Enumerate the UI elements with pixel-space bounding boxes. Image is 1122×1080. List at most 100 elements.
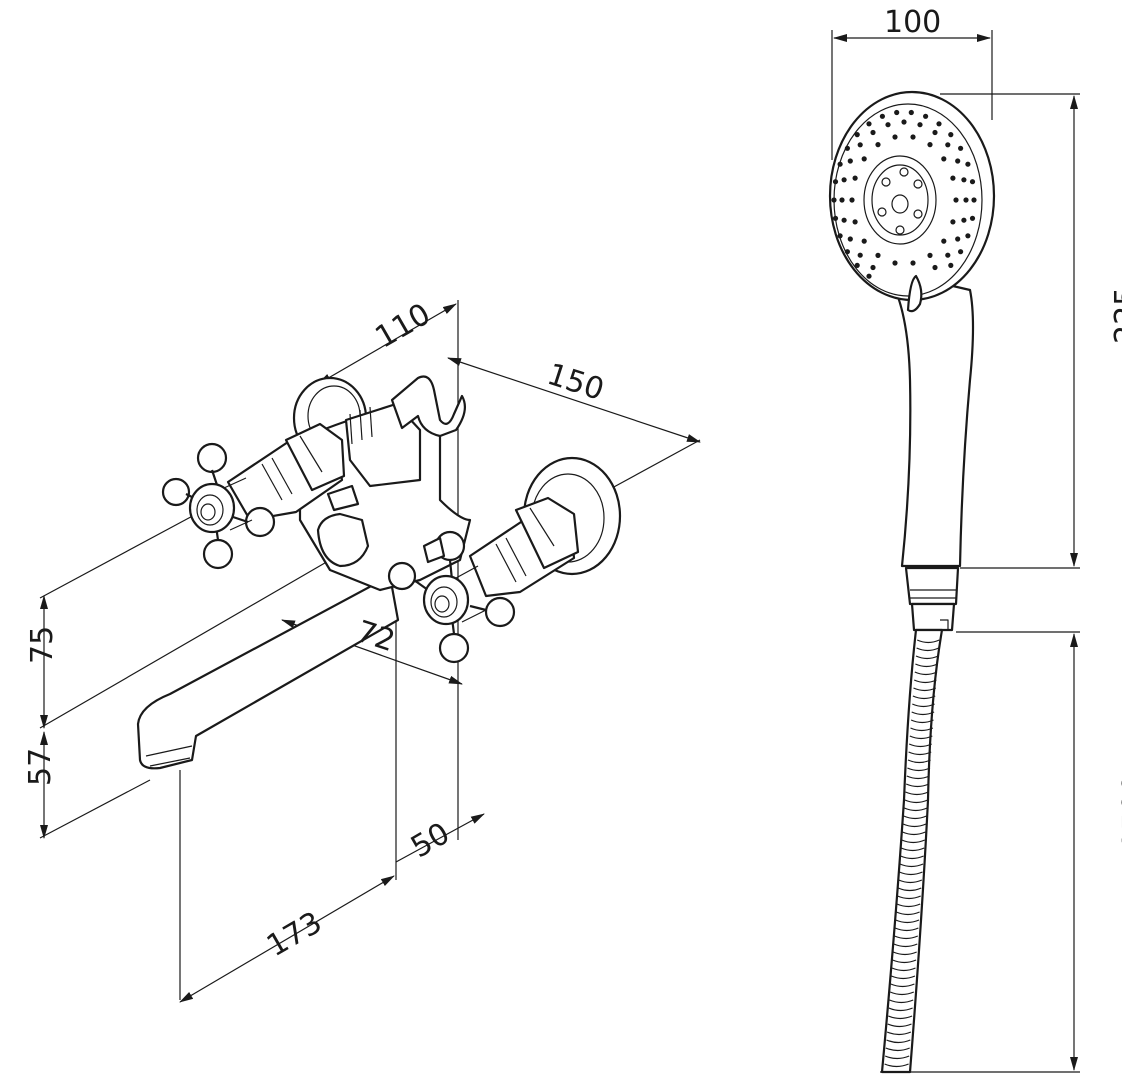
nozzle-dot xyxy=(958,145,964,151)
hose-rib xyxy=(913,687,937,692)
nozzle-dot xyxy=(958,249,964,255)
left-valve xyxy=(226,422,346,522)
diverter xyxy=(344,375,467,488)
nozzle-dot xyxy=(844,249,851,255)
nozzle-dot xyxy=(901,119,907,125)
hose-rib xyxy=(889,999,914,1004)
right-valve xyxy=(468,496,580,598)
nozzle-dot xyxy=(854,262,860,268)
hose-rib xyxy=(912,703,935,708)
nozzle-dot xyxy=(936,121,942,127)
hose-rib xyxy=(900,855,924,860)
hose-rib xyxy=(898,879,923,884)
hose-rib xyxy=(892,959,917,964)
nozzle-dot xyxy=(852,175,858,181)
nozzle-dot xyxy=(841,217,847,223)
nozzle-dot xyxy=(870,129,876,136)
hose-rib xyxy=(908,743,932,748)
hose-rib xyxy=(888,1015,913,1020)
hose-rib xyxy=(900,847,925,852)
shower-hose xyxy=(880,628,944,1074)
nozzle-dot xyxy=(908,109,914,116)
nozzle-dot xyxy=(866,121,872,127)
nozzle-dot xyxy=(961,217,967,223)
hose-rib xyxy=(890,983,915,988)
hand-shower xyxy=(828,30,1080,1074)
nozzle-dot xyxy=(839,197,845,203)
hose-rib xyxy=(910,727,934,732)
nozzle-dot xyxy=(965,161,971,167)
hose-rib xyxy=(907,767,931,772)
hose-rib xyxy=(891,967,916,972)
nozzle-dot xyxy=(955,158,961,164)
nozzle-dot xyxy=(932,129,938,136)
shower-dimension-lines xyxy=(833,34,1078,1071)
nozzle-dot xyxy=(849,197,855,203)
hose-rib xyxy=(908,751,932,756)
nozzle-dot xyxy=(879,113,886,119)
hose-rib xyxy=(897,887,922,892)
nozzle-dot xyxy=(852,219,858,225)
nozzle-dot xyxy=(953,197,959,203)
hose-rib xyxy=(906,775,930,780)
hose-rib xyxy=(911,711,935,716)
hose-rib xyxy=(884,1063,909,1068)
dim-173: 173 xyxy=(261,905,328,964)
nozzle-dot xyxy=(969,179,976,185)
nozzle-dot xyxy=(837,161,843,167)
nozzle-dot xyxy=(941,238,947,244)
hose-rib xyxy=(915,663,938,668)
switch-tab xyxy=(326,484,360,512)
nozzle-dot xyxy=(847,236,853,242)
hose-rib xyxy=(886,1031,912,1036)
hose-rib xyxy=(892,951,917,956)
nozzle-dot xyxy=(832,179,839,185)
nozzle-dot xyxy=(932,264,938,271)
nozzle-dot xyxy=(832,215,839,221)
nozzle-dot xyxy=(857,142,863,148)
left-cross-handle xyxy=(161,442,276,570)
dim-57: 57 xyxy=(23,748,58,786)
hose-rib xyxy=(916,647,939,652)
nozzle-dot xyxy=(945,252,951,258)
nozzle-dot xyxy=(870,264,876,271)
spout xyxy=(136,574,400,770)
nozzle-dot xyxy=(917,122,923,128)
nozzle-dot xyxy=(948,262,954,268)
spray-nozzles xyxy=(831,109,977,279)
nozzle-dot xyxy=(965,233,971,239)
nozzle-dot xyxy=(950,175,956,181)
hose-rib xyxy=(910,719,934,724)
nozzle-dot xyxy=(892,260,898,266)
hose-rib xyxy=(894,927,919,932)
hose-rib xyxy=(905,783,930,788)
nozzle-dot xyxy=(885,122,891,128)
hose-rib xyxy=(909,735,933,740)
hose-rib xyxy=(896,911,920,916)
nozzle-dot xyxy=(948,132,954,138)
hose-rib xyxy=(904,807,928,812)
shower-head-outer xyxy=(828,90,996,302)
hose-rib xyxy=(885,1047,910,1052)
nozzle-dot xyxy=(866,273,872,279)
right-cross-handle xyxy=(387,530,516,664)
nozzle-dot xyxy=(955,236,961,242)
nozzle-dot xyxy=(892,134,898,140)
hose-rib xyxy=(896,903,921,908)
nozzle-dot xyxy=(861,156,867,162)
dim-110: 110 xyxy=(370,297,437,356)
nozzle-dot xyxy=(971,197,977,203)
nozzle-dot xyxy=(945,142,951,148)
hose-rib xyxy=(894,935,919,940)
hose-rib xyxy=(901,839,926,844)
hose-rib xyxy=(888,1007,913,1012)
hose-rib xyxy=(887,1023,912,1028)
nozzle-dot xyxy=(875,252,881,258)
hose-rib xyxy=(914,671,938,676)
dim-75: 75 xyxy=(25,626,60,664)
nozzle-dot xyxy=(894,109,900,116)
mixer-faucet xyxy=(39,300,701,1003)
nozzle-dot xyxy=(854,132,860,138)
